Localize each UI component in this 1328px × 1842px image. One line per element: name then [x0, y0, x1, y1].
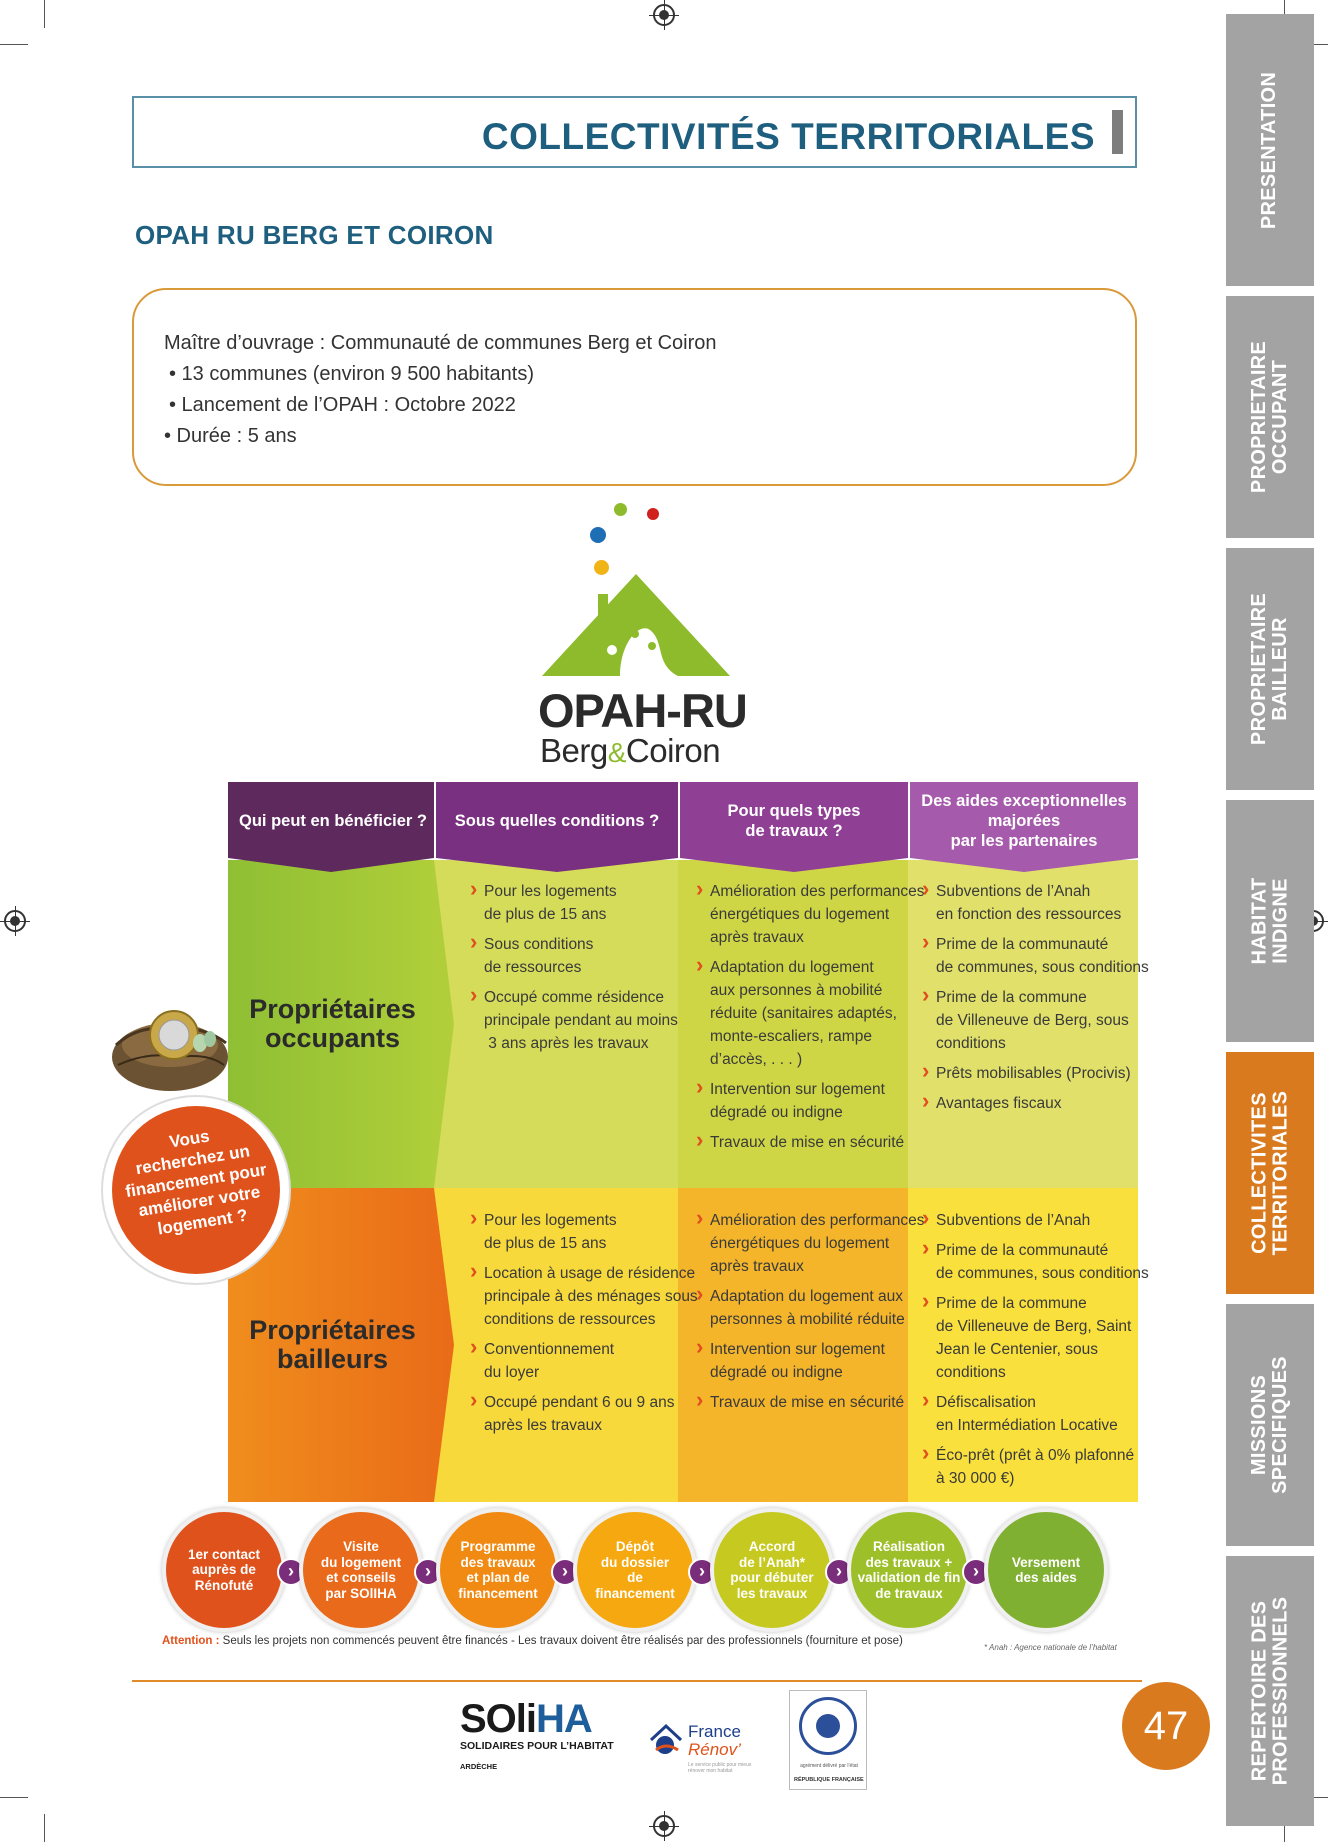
soliha-logo: SOliHA SOLIDAIRES POUR L’HABITAT ARDÈCHE [460, 1697, 614, 1771]
row-label-bailleurs: Propriétaires bailleurs [249, 1315, 416, 1374]
logo-subtitle-part: Berg [540, 732, 608, 769]
badge-circle [101, 1095, 291, 1285]
info-line: Maître d’ouvrage : Communauté de commune… [164, 332, 717, 354]
france-renov-title: Rénov’ [688, 1740, 741, 1759]
tab-label: COLLECTIVITES TERRITORIALES [1248, 1090, 1291, 1256]
tab-habitat-indigne[interactable]: HABITAT INDIGNE [1226, 800, 1314, 1042]
nest-with-euro-coin-icon [112, 1010, 228, 1091]
tab-proprietaire-occupant[interactable]: PROPRIETAIRE OCCUPANT [1226, 296, 1314, 538]
footnote-text: Seuls les projets non commencés peuvent … [219, 1635, 903, 1647]
table-cell-conditions-occupants: Pour les logements de plus de 15 ans Sou… [470, 877, 680, 1062]
list-item: Location à usage de résidence principale… [470, 1259, 698, 1331]
list-item: Avantages fiscaux [922, 1089, 1137, 1115]
title-bar-decoration [1112, 110, 1123, 154]
logo-subtitle: Berg&Coiron [540, 732, 721, 770]
table-header-aides: Des aides exceptionnelles majorées par l… [921, 792, 1127, 850]
table-cell-conditions-bailleurs: Pour les logements de plus de 15 ans Loc… [470, 1206, 698, 1444]
list-item: Subventions de l’Anah [922, 1206, 1137, 1232]
list-item: Éco-prêt (prêt à 0% plafonné à 30 000 €) [922, 1441, 1137, 1490]
list-item: Pour les logements de plus de 15 ans [470, 877, 680, 926]
step-1: 1er contact auprès de Rénofuté [162, 1508, 286, 1632]
page-number: 47 [1122, 1682, 1210, 1770]
info-line: • 13 communes (environ 9 500 habitants) [169, 363, 534, 385]
logo-subtitle-part: Coiron [625, 732, 721, 769]
list-item: Prime de la commune de Villeneuve de Ber… [922, 1289, 1137, 1384]
info-box: Maître d’ouvrage : Communauté de commune… [132, 288, 1137, 486]
list-item: Prime de la commune de Villeneuve de Ber… [922, 983, 1137, 1055]
tab-label: PROPRIETAIRE OCCUPANT [1248, 340, 1292, 494]
section-subtitle: OPAH RU BERG ET COIRON [135, 220, 494, 250]
tab-presentation[interactable]: PRESENTATION [1226, 14, 1314, 286]
registration-mark-icon [649, 1811, 679, 1841]
list-item: Occupé comme résidence principale pendan… [470, 983, 680, 1055]
tab-proprietaire-bailleur[interactable]: PROPRIETAIRE BAILLEUR [1226, 548, 1314, 790]
step-3: Programme des travaux et plan de finance… [436, 1508, 560, 1632]
france-renov-title: France [688, 1722, 741, 1741]
step-6: Réalisation des travaux + validation de … [847, 1508, 971, 1632]
stamp-republique: RÉPUBLIQUE FRANÇAISE [794, 1777, 864, 1783]
step-7: Versement des aides [984, 1508, 1108, 1632]
table-cell-travaux-occupants: Amélioration des performances énergétiqu… [696, 877, 925, 1161]
list-item: Défiscalisation en Intermédiation Locati… [922, 1388, 1137, 1437]
table-cell-aides-bailleurs: Subventions de l’Anah Prime de la commun… [922, 1206, 1149, 1497]
table-header-conditions: Sous quelles conditions ? [454, 812, 660, 830]
list-item: Occupé pendant 6 ou 9 ans après les trav… [470, 1388, 680, 1437]
info-line: • Lancement de l’OPAH : Octobre 2022 [169, 394, 516, 416]
soliha-tagline: SOLIDAIRES POUR L’HABITAT [460, 1740, 614, 1752]
soliha-region: ARDÈCHE [460, 1762, 498, 1771]
table-header-travaux: Pour quels types de travaux ? [727, 802, 861, 840]
step-4: Dépôt du dossier de financement [573, 1508, 697, 1632]
list-item: Amélioration des performances énergétiqu… [696, 877, 925, 949]
row-label-occupants: Propriétaires occupants [249, 994, 416, 1053]
anah-note: * Anah : Agence nationale de l’habitat [984, 1643, 1117, 1652]
stamp-caption: agrément délivré par l’état [800, 1763, 858, 1769]
list-item: Adaptation du logement aux personnes à m… [696, 953, 911, 1071]
registration-mark-icon [649, 0, 679, 30]
list-item: Travaux de mise en sécurité [696, 1388, 911, 1414]
france-renov-subtitle: Le service public pour mieux rénover mon… [688, 1762, 752, 1774]
tab-label: REPERTOIRE DES PROFESSIONNELS [1248, 1596, 1291, 1786]
list-item: Prêts mobilisables (Procivis) [922, 1059, 1137, 1085]
tab-label: PRESENTATION [1258, 71, 1281, 229]
house-logo-icon [542, 574, 730, 676]
list-item: Sous conditions de ressources [470, 930, 680, 979]
table-cell-travaux-bailleurs: Amélioration des performances énergétiqu… [696, 1206, 925, 1421]
seal-icon [799, 1697, 857, 1755]
soliha-logo-text: SOli [460, 1697, 537, 1741]
list-item: Intervention sur logement dégradé ou ind… [696, 1335, 911, 1384]
list-item: Prime de la communauté de communes, sous… [922, 1236, 1149, 1285]
footer-divider [132, 1680, 1142, 1682]
tab-missions-specifiques[interactable]: MISSIONS SPECIFIQUES [1226, 1304, 1314, 1546]
table-cell-aides-occupants: Subventions de l’Anah en fonction des re… [922, 877, 1149, 1122]
logo-title: OPAH-RU [538, 684, 748, 737]
list-item: Amélioration des performances énergétiqu… [696, 1206, 925, 1278]
registration-mark-icon [0, 906, 30, 936]
logo-ampersand: & [607, 737, 627, 768]
list-item: Travaux de mise en sécurité [696, 1128, 911, 1154]
tab-label: MISSIONS SPECIFIQUES [1248, 1356, 1291, 1494]
table-header-beneficiaire: Qui peut en bénéficier ? [239, 812, 427, 830]
title-box: COLLECTIVITÉS TERRITORIALES [132, 96, 1137, 168]
list-item: Prime de la communauté de communes, sous… [922, 930, 1149, 979]
house-icon [649, 1723, 683, 1754]
list-item: Pour les logements de plus de 15 ans [470, 1206, 680, 1255]
list-item: Subventions de l’Anah en fonction des re… [922, 877, 1137, 926]
list-item: Intervention sur logement dégradé ou ind… [696, 1075, 911, 1124]
tab-label: HABITAT INDIGNE [1248, 877, 1291, 965]
info-line: • Durée : 5 ans [164, 425, 297, 447]
step-2: Visite du logement et conseils par SOlIH… [299, 1508, 423, 1632]
tab-repertoire-professionnels[interactable]: REPERTOIRE DES PROFESSIONNELS [1226, 1556, 1314, 1826]
list-item: Conventionnement du loyer [470, 1335, 680, 1384]
page-title: COLLECTIVITÉS TERRITORIALES [481, 116, 1095, 157]
agrement-stamp: agrément délivré par l’état RÉPUBLIQUE F… [789, 1690, 867, 1790]
soliha-logo-text: HA [536, 1697, 593, 1741]
step-5: Accord de l’Anah* pour débuter les trava… [710, 1508, 834, 1632]
footnote-attention: Attention : [162, 1635, 220, 1647]
footnote: Attention : Seuls les projets non commen… [162, 1635, 903, 1647]
tab-label: PROPRIETAIRE BAILLEUR [1248, 592, 1292, 746]
list-item: Adaptation du logement aux personnes à m… [696, 1282, 911, 1331]
tab-collectivites-territoriales[interactable]: COLLECTIVITES TERRITORIALES [1226, 1052, 1314, 1294]
